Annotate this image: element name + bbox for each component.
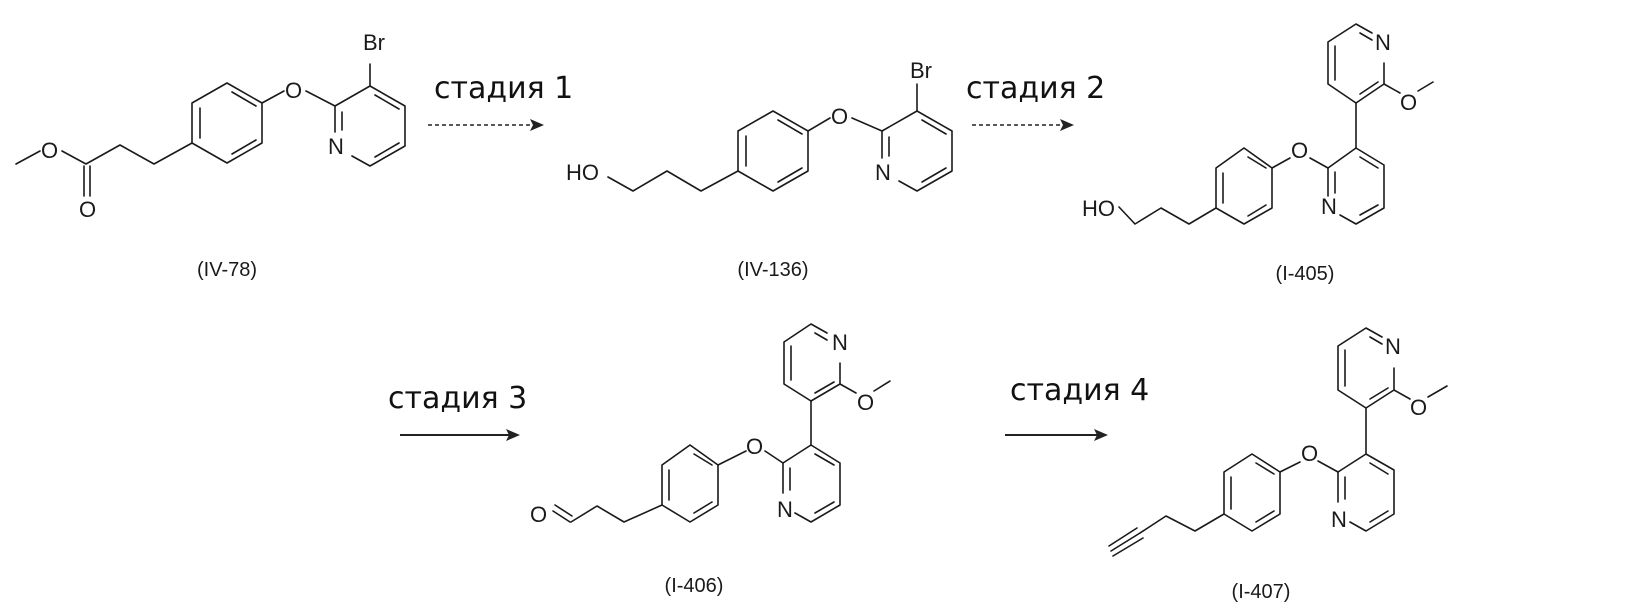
atom-o-carbonyl: O (79, 197, 96, 222)
compound-id-iv-136: (IV-136) (737, 259, 808, 281)
step-3-label: стадия 3 (388, 381, 527, 416)
atom-o-ether: O (285, 78, 302, 103)
atom-n-pyridine-2: N (1375, 30, 1391, 55)
atom-ho: HO (566, 160, 599, 185)
reaction-step-1: стадия 1 (428, 71, 573, 131)
atom-br: Br (910, 58, 932, 83)
arrowhead-icon (1094, 429, 1108, 441)
atom-br: Br (363, 30, 385, 55)
compound-i-407: O N N O (I-407) (1108, 327, 1448, 603)
atom-o-ether: O (1291, 138, 1308, 163)
atom-n-pyridine: N (875, 160, 891, 185)
step-2-label: стадия 2 (966, 71, 1105, 106)
atom-o-aldehyde: O (530, 502, 547, 527)
atom-o-methoxy: O (1400, 90, 1417, 115)
arrowhead-icon (530, 119, 544, 131)
atom-n-pyridine: N (328, 134, 344, 159)
reaction-step-4: стадия 4 (1005, 373, 1149, 441)
atom-o-ether: O (746, 434, 763, 459)
atom-n-pyridine-2: N (832, 330, 848, 355)
compound-id-i-407: (I-407) (1232, 581, 1291, 603)
atom-n-pyridine: N (1321, 194, 1337, 219)
compound-i-405: HO O N N O (I-405) (1082, 23, 1434, 285)
reaction-step-3: стадия 3 (388, 381, 527, 441)
arrowhead-icon (1060, 119, 1074, 131)
atom-n-pyridine: N (1331, 507, 1347, 532)
atom-n-pyridine-2: N (1385, 334, 1401, 359)
step-4-label: стадия 4 (1010, 373, 1149, 408)
atom-o-ester: O (41, 138, 58, 163)
compound-id-iv-78: (IV-78) (197, 259, 257, 281)
atom-n-pyridine: N (777, 497, 793, 522)
atom-o-ether: O (1301, 441, 1318, 466)
atom-ho: HO (1082, 196, 1115, 221)
compound-iv-78: O O O N Br (IV-78) (15, 30, 406, 281)
arrowhead-icon (506, 429, 520, 441)
atom-o-methoxy: O (857, 390, 874, 415)
reaction-step-2: стадия 2 (966, 71, 1105, 131)
step-1-label: стадия 1 (434, 71, 573, 106)
compound-i-406: O O N N O (I-406) (530, 323, 891, 597)
compound-iv-136: HO O N Br (IV-136) (566, 58, 953, 281)
atom-o-methoxy: O (1410, 395, 1427, 420)
compound-id-i-406: (I-406) (665, 575, 724, 597)
atom-o-ether: O (831, 104, 848, 129)
compound-id-i-405: (I-405) (1276, 263, 1335, 285)
